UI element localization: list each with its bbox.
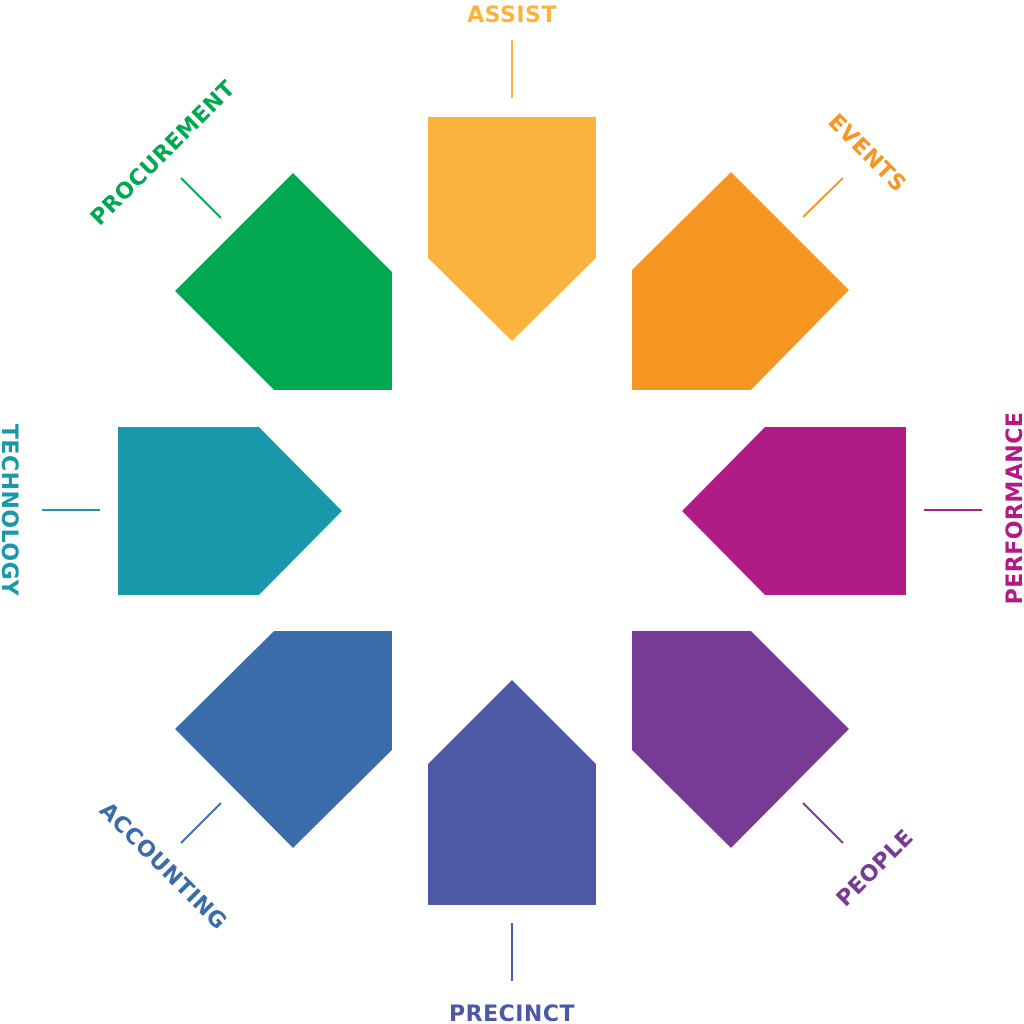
accounting-connector — [180, 802, 222, 844]
events-connector — [802, 177, 844, 218]
assist-shape[interactable] — [428, 117, 596, 341]
segment-performance[interactable]: PERFORMANCE — [682, 412, 1024, 605]
performance-shape[interactable] — [682, 427, 906, 595]
segment-procurement[interactable]: PROCUREMENT — [86, 76, 392, 390]
people-shape[interactable] — [632, 631, 849, 848]
procurement-shape[interactable] — [175, 173, 392, 390]
precinct-shape[interactable] — [428, 680, 596, 905]
segment-people[interactable]: PEOPLE — [632, 631, 919, 912]
technology-shape[interactable] — [118, 427, 342, 595]
events-shape[interactable] — [632, 172, 849, 390]
accounting-label: ACCOUNTING — [94, 798, 231, 935]
segment-events[interactable]: EVENTS — [632, 109, 911, 390]
segment-accounting[interactable]: ACCOUNTING — [94, 631, 392, 935]
accounting-shape[interactable] — [175, 631, 392, 848]
people-connector — [802, 802, 844, 844]
segment-assist[interactable]: ASSIST — [428, 3, 596, 341]
technology-label: TECHNOLOGY — [0, 424, 21, 597]
people-label: PEOPLE — [832, 825, 919, 912]
procurement-connector — [180, 177, 222, 219]
performance-label: PERFORMANCE — [1003, 412, 1024, 605]
procurement-label: PROCUREMENT — [86, 76, 241, 231]
precinct-label: PRECINCT — [449, 1002, 575, 1024]
segment-technology[interactable]: TECHNOLOGY — [0, 424, 342, 597]
assist-label: ASSIST — [467, 3, 557, 28]
segment-precinct[interactable]: PRECINCT — [428, 680, 596, 1024]
